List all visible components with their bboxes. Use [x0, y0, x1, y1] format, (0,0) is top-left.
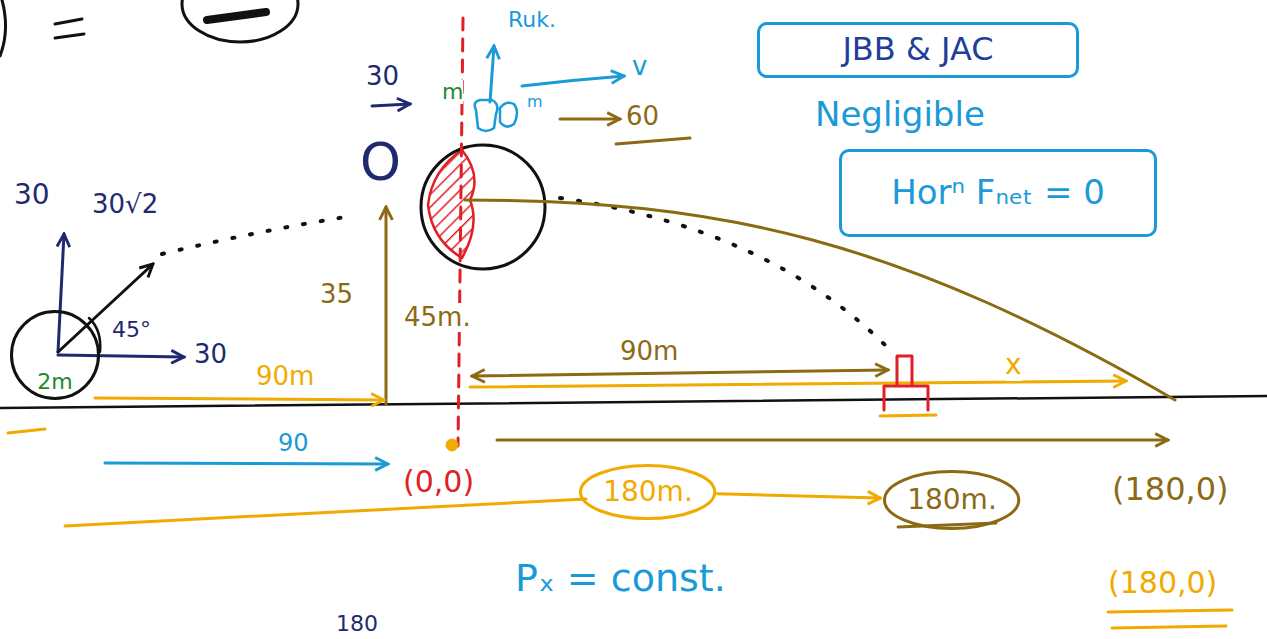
ball-top-circle — [421, 145, 545, 269]
velocity-value: 30 — [366, 62, 399, 91]
velocity-vector — [58, 264, 153, 352]
ellipse-outline — [581, 466, 715, 519]
tower-base — [880, 415, 936, 416]
rucksack-parts — [475, 100, 517, 131]
coordinate-label: (180,0) — [1112, 472, 1229, 507]
scribble — [0, 0, 6, 56]
distance-label: 90m — [620, 337, 678, 366]
cropped-oval — [182, 0, 298, 42]
coordinate-label: (0,0) — [403, 465, 474, 498]
number-label: 180 — [336, 612, 378, 636]
note-box: JBB & JAC — [757, 22, 1079, 78]
origin-dot — [446, 439, 458, 451]
coordinate-label: (180,0) — [1108, 566, 1217, 599]
underline — [8, 429, 45, 433]
velocity-arrow — [560, 118, 620, 121]
mass-label: m — [442, 80, 463, 104]
angle-label: 45° — [112, 318, 151, 342]
velocity-label: v — [632, 52, 647, 81]
distance-label: x — [1005, 350, 1022, 381]
note-label: Ruk. — [508, 8, 556, 32]
circled-distance: 180m. — [883, 470, 1020, 530]
mass-label: m — [527, 93, 543, 111]
scribble — [207, 12, 266, 20]
distance-arrow — [470, 381, 1126, 387]
velocity-component — [58, 234, 64, 352]
equals-sign — [55, 19, 84, 38]
distance-label: 90 — [278, 430, 309, 456]
ball-circle: 2m — [10, 310, 100, 400]
distance-label: 90m — [256, 362, 314, 391]
note-label: Negligible — [815, 96, 985, 133]
ground-line — [0, 396, 1267, 408]
target-tower — [884, 356, 928, 410]
velocity-value: 60 — [626, 102, 659, 131]
node-text: 180m. — [907, 485, 997, 516]
ellipse-outline — [12, 312, 99, 399]
node-text: JBB & JAC — [842, 32, 993, 67]
velocity-value: 30 — [14, 180, 50, 211]
height-arrow — [385, 207, 388, 404]
distance-arrow — [472, 370, 888, 376]
point-label: O — [360, 134, 401, 191]
note-box: Horⁿ Fₙₑₜ = 0 — [839, 149, 1157, 237]
height-label: 45m. — [404, 303, 471, 332]
equation-label: Pₓ = const. — [515, 558, 726, 600]
ellipse-outline — [885, 472, 1019, 529]
node-text: 180m. — [603, 477, 693, 508]
trajectory-dotted — [162, 216, 352, 254]
node-text: 2m — [37, 370, 72, 394]
velocity-arrow — [372, 104, 410, 106]
velocity-arrow — [522, 76, 624, 86]
double-underline — [1108, 610, 1232, 628]
velocity-value: 30√2 — [92, 190, 158, 219]
distance-arrow — [105, 463, 388, 464]
connector-arrow — [717, 494, 880, 498]
height-label: 35 — [320, 280, 353, 309]
distance-line — [65, 499, 586, 526]
upward-arrow — [490, 46, 494, 102]
velocity-component — [58, 355, 184, 357]
underline — [616, 138, 690, 144]
node-text: Horⁿ Fₙₑₜ = 0 — [891, 174, 1105, 211]
velocity-value: 30 — [194, 340, 227, 369]
circled-distance: 180m. — [579, 464, 716, 520]
distance-arrow — [497, 439, 1168, 442]
distance-arrow — [95, 398, 384, 400]
